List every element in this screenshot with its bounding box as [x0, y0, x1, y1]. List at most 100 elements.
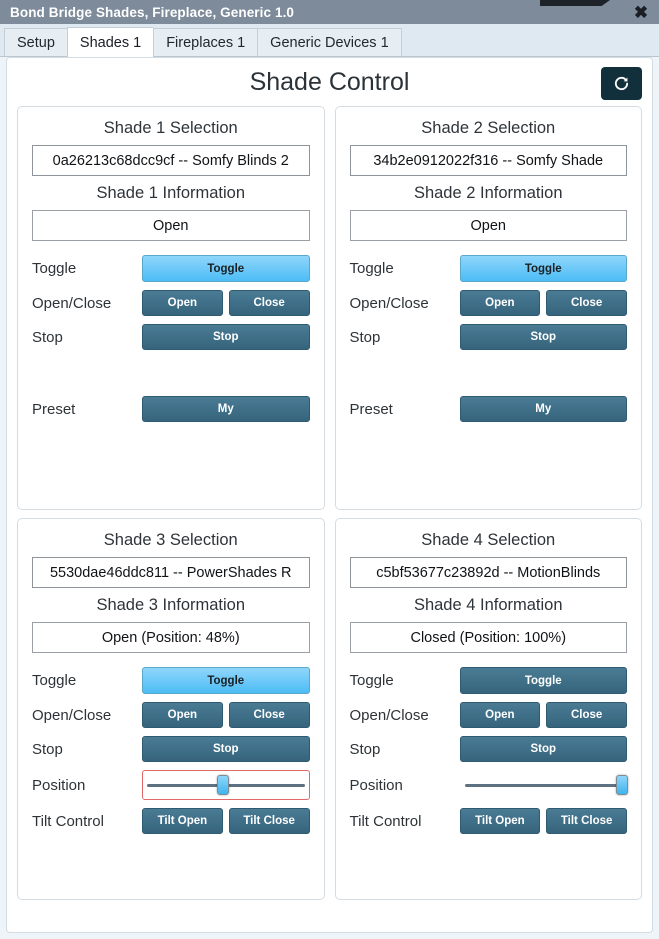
shade-4-selection-value: c5bf53677c23892d -- MotionBlinds: [376, 564, 601, 581]
toggle-row-label: Toggle: [32, 260, 77, 277]
shade-2-selection-value: 34b2e0912022f316 -- Somfy Shade: [373, 152, 604, 169]
shade-2-preset-my-button[interactable]: My: [459, 396, 627, 422]
preset-row-controls: My: [459, 396, 627, 422]
toggle-row-controls: Toggle: [142, 667, 310, 694]
shade-3-selection-heading: Shade 3 Selection: [103, 531, 238, 549]
close-icon[interactable]: ✖: [633, 2, 649, 22]
shade-2-selection-heading: Shade 2 Selection: [421, 119, 556, 137]
preset-spacer: [32, 358, 310, 396]
shade-4-selection-select[interactable]: c5bf53677c23892d -- MotionBlinds: [349, 557, 627, 588]
position-row-label: Position: [349, 776, 403, 794]
position-row-label: Position: [32, 776, 86, 794]
slider-thumb[interactable]: [616, 775, 628, 795]
shade-4-toggle-button[interactable]: Toggle: [459, 667, 627, 694]
shade-4-selection-heading: Shade 4 Selection: [421, 531, 556, 549]
shade-4-stop-button[interactable]: Stop: [459, 736, 627, 762]
shade-3-stop-button[interactable]: Stop: [142, 736, 310, 762]
shade-3-selection-select[interactable]: 5530dae46ddc811 -- PowerShades R: [32, 557, 310, 588]
stop-row: Stop Stop: [32, 324, 310, 350]
tab-fireplaces-1[interactable]: Fireplaces 1: [153, 28, 258, 56]
shade-2-close-button[interactable]: Close: [546, 290, 627, 316]
tab-generic-devices-1[interactable]: Generic Devices 1: [257, 28, 402, 56]
shade-1-toggle-button[interactable]: Toggle: [142, 255, 310, 282]
shade-1-close-button[interactable]: Close: [228, 290, 310, 316]
content-card: Shade Control Shade 1 Selection 0a26213c6…: [6, 57, 653, 933]
shade-2-open-button[interactable]: Open: [459, 290, 541, 316]
shade-3-information-value: Open (Position: 48%): [32, 622, 310, 653]
shade-4-open-button[interactable]: Open: [459, 702, 541, 728]
stop-row-label: Stop: [32, 328, 63, 346]
stop-row-label: Stop: [349, 740, 381, 758]
shade-1-selection-heading: Shade 1 Selection: [103, 119, 238, 137]
position-row-controls: [142, 770, 310, 800]
shade-3-position-slider[interactable]: [142, 770, 310, 800]
shade-3-selection-value: 5530dae46ddc811 -- PowerShades R: [49, 564, 292, 581]
shade-1-information-heading: Shade 1 Information: [96, 184, 246, 202]
shade-1-stop-button[interactable]: Stop: [142, 324, 310, 350]
page-header: Shade Control: [7, 58, 652, 106]
refresh-button[interactable]: [601, 67, 642, 100]
stop-row-controls: Stop: [459, 736, 627, 762]
preset-row-label: Preset: [349, 400, 393, 418]
shade-1-preset-my-button[interactable]: My: [142, 396, 310, 422]
window-notch: [540, 0, 610, 6]
refresh-icon: [614, 76, 629, 91]
stop-row-controls: Stop: [142, 736, 310, 762]
shade-4-close-button[interactable]: Close: [546, 702, 627, 728]
slider-area[interactable]: [147, 775, 305, 795]
slider-thumb[interactable]: [216, 775, 229, 795]
toggle-row-controls: Toggle: [459, 255, 627, 282]
shade-4-tilt-close-button[interactable]: Tilt Close: [546, 808, 627, 834]
tilt-control-row-label: Tilt Control: [349, 812, 422, 830]
tab-setup[interactable]: Setup: [4, 28, 67, 56]
shade-2-toggle-button[interactable]: Toggle: [459, 255, 627, 282]
shade-1-open-button[interactable]: Open: [142, 290, 223, 316]
shade-1-selection-select[interactable]: 0a26213c68dcc9cf -- Somfy Blinds 2: [32, 145, 310, 176]
shade-3-toggle-button[interactable]: Toggle: [142, 667, 310, 694]
shade-3-close-button[interactable]: Close: [228, 702, 310, 728]
shade-3-information-heading: Shade 3 Information: [96, 596, 246, 614]
shade-panel-2: Shade 2 Selection 34b2e0912022f316 -- Som…: [334, 106, 642, 510]
preset-row-controls: My: [142, 396, 310, 422]
shade-panel-grid: Shade 1 Selection 0a26213c68dcc9cf -- Som…: [7, 106, 652, 910]
open-close-row-label: Open/Close: [349, 706, 429, 724]
shade-4-tilt-open-button[interactable]: Tilt Open: [459, 808, 541, 834]
stop-row: Stop Stop: [349, 736, 627, 762]
shade-3-tilt-open-button[interactable]: Tilt Open: [142, 808, 223, 834]
position-row: Position: [32, 770, 310, 800]
window-titlebar: Bond Bridge Shades, Fireplace, Generic 1…: [0, 0, 659, 24]
toggle-row: Toggle Toggle: [32, 255, 310, 282]
shade-2-selection-select[interactable]: 34b2e0912022f316 -- Somfy Shade: [349, 145, 627, 176]
stop-row-controls: Stop: [459, 324, 627, 350]
shade-3-tilt-close-button[interactable]: Tilt Close: [228, 808, 310, 834]
slider-area[interactable]: [464, 775, 628, 795]
tab-shades-1[interactable]: Shades 1: [66, 27, 154, 57]
shade-4-information-heading: Shade 4 Information: [413, 596, 563, 614]
shade-3-open-button[interactable]: Open: [142, 702, 223, 728]
shade-1-information-value: Open: [32, 210, 310, 241]
shade-panel-4: Shade 4 Selection c5bf53677c23892d -- Mot…: [334, 518, 642, 900]
shade-2-stop-button[interactable]: Stop: [459, 324, 627, 350]
shade-4-position-slider[interactable]: [460, 770, 628, 800]
shade-panel-3: Shade 3 Selection 5530dae46ddc811 -- Powe…: [17, 518, 325, 900]
toggle-row-controls: Toggle: [459, 667, 627, 694]
